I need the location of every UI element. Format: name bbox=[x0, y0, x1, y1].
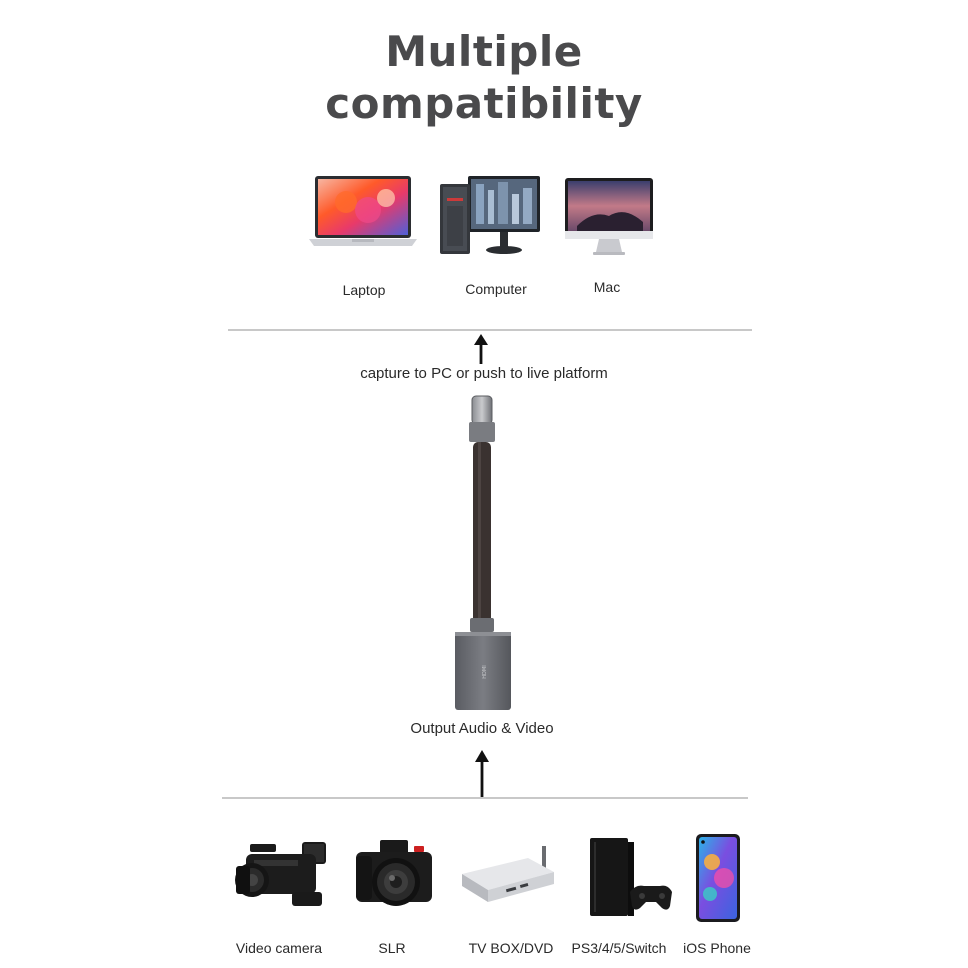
slr-camera-icon bbox=[356, 840, 432, 906]
capture-text: capture to PC or push to live platform bbox=[360, 365, 608, 382]
imac-icon bbox=[565, 178, 653, 255]
top-divider bbox=[228, 329, 752, 331]
video-camera-icon bbox=[235, 842, 326, 906]
device-label-video-camera: Video camera bbox=[235, 940, 323, 956]
tv-box-icon bbox=[462, 846, 554, 902]
bottom-divider bbox=[222, 797, 748, 799]
output-text: Output Audio & Video bbox=[410, 720, 554, 737]
desktop-computer-icon bbox=[440, 176, 540, 254]
device-label-tv-box: TV BOX/DVD bbox=[468, 940, 554, 956]
laptop-icon bbox=[309, 176, 417, 246]
game-console-icon bbox=[590, 838, 672, 916]
device-label-computer: Computer bbox=[465, 281, 527, 297]
page-title: Multiple compatibility bbox=[0, 26, 968, 130]
arrow-up-icon bbox=[475, 750, 489, 798]
device-label-mac: Mac bbox=[593, 279, 621, 295]
device-label-game-console: PS3/4/5/Switch bbox=[571, 940, 667, 956]
arrow-up-icon bbox=[474, 334, 488, 364]
svg-text:HDMI: HDMI bbox=[482, 665, 488, 678]
capture-adapter-cable: HDMI bbox=[455, 395, 511, 710]
title-line-2: compatibility bbox=[325, 79, 643, 128]
device-label-laptop: Laptop bbox=[342, 282, 386, 298]
device-label-ios-phone: iOS Phone bbox=[683, 940, 751, 956]
title-line-1: Multiple bbox=[385, 27, 583, 76]
device-label-slr: SLR bbox=[378, 940, 406, 956]
smartphone-icon bbox=[696, 834, 740, 922]
